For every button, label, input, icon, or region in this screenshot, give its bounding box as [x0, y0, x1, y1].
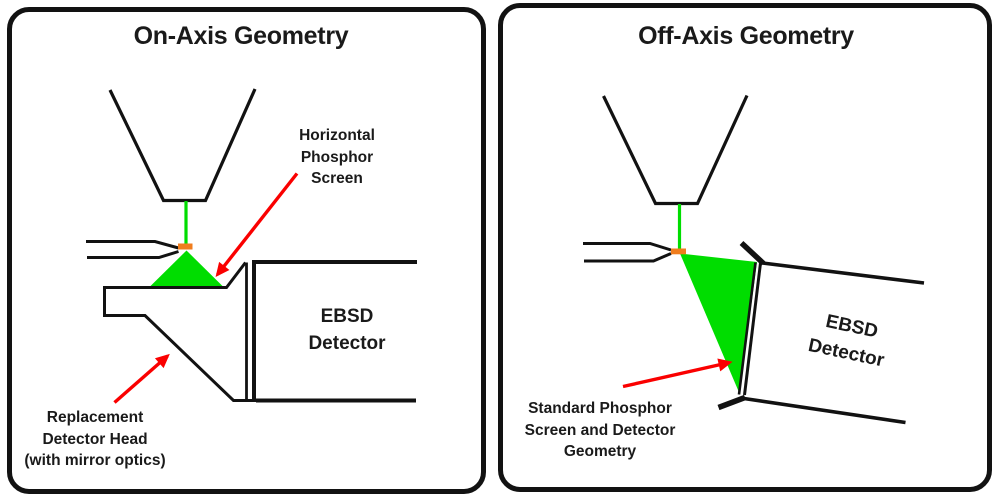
- replacement-detector-head-label: Replacement Detector Head (with mirror o…: [24, 407, 165, 472]
- ebsd-detector-label-left: EBSD Detector: [308, 303, 385, 357]
- label-line: Detector: [308, 333, 386, 354]
- label-line: EBSD: [320, 306, 374, 327]
- on-axis-title: On-Axis Geometry: [133, 22, 349, 50]
- label-line: Replacement: [46, 409, 144, 426]
- label-line: Phosphor: [300, 148, 374, 166]
- horizontal-phosphor-screen-label: Horizontal Phosphor Screen: [299, 125, 375, 190]
- off-axis-title: Off-Axis Geometry: [638, 22, 854, 50]
- label-line: Standard Phosphor: [528, 400, 672, 417]
- label-line: Screen: [311, 170, 363, 187]
- standard-phosphor-geometry-label: Standard Phosphor Screen and Detector Ge…: [525, 398, 676, 463]
- label-line: Horizontal: [299, 127, 375, 144]
- label-line: Screen and Detector: [524, 421, 676, 439]
- label-line: Detector Head: [42, 430, 148, 448]
- label-line: Geometry: [563, 443, 637, 460]
- label-line: (with mirror optics): [24, 452, 166, 469]
